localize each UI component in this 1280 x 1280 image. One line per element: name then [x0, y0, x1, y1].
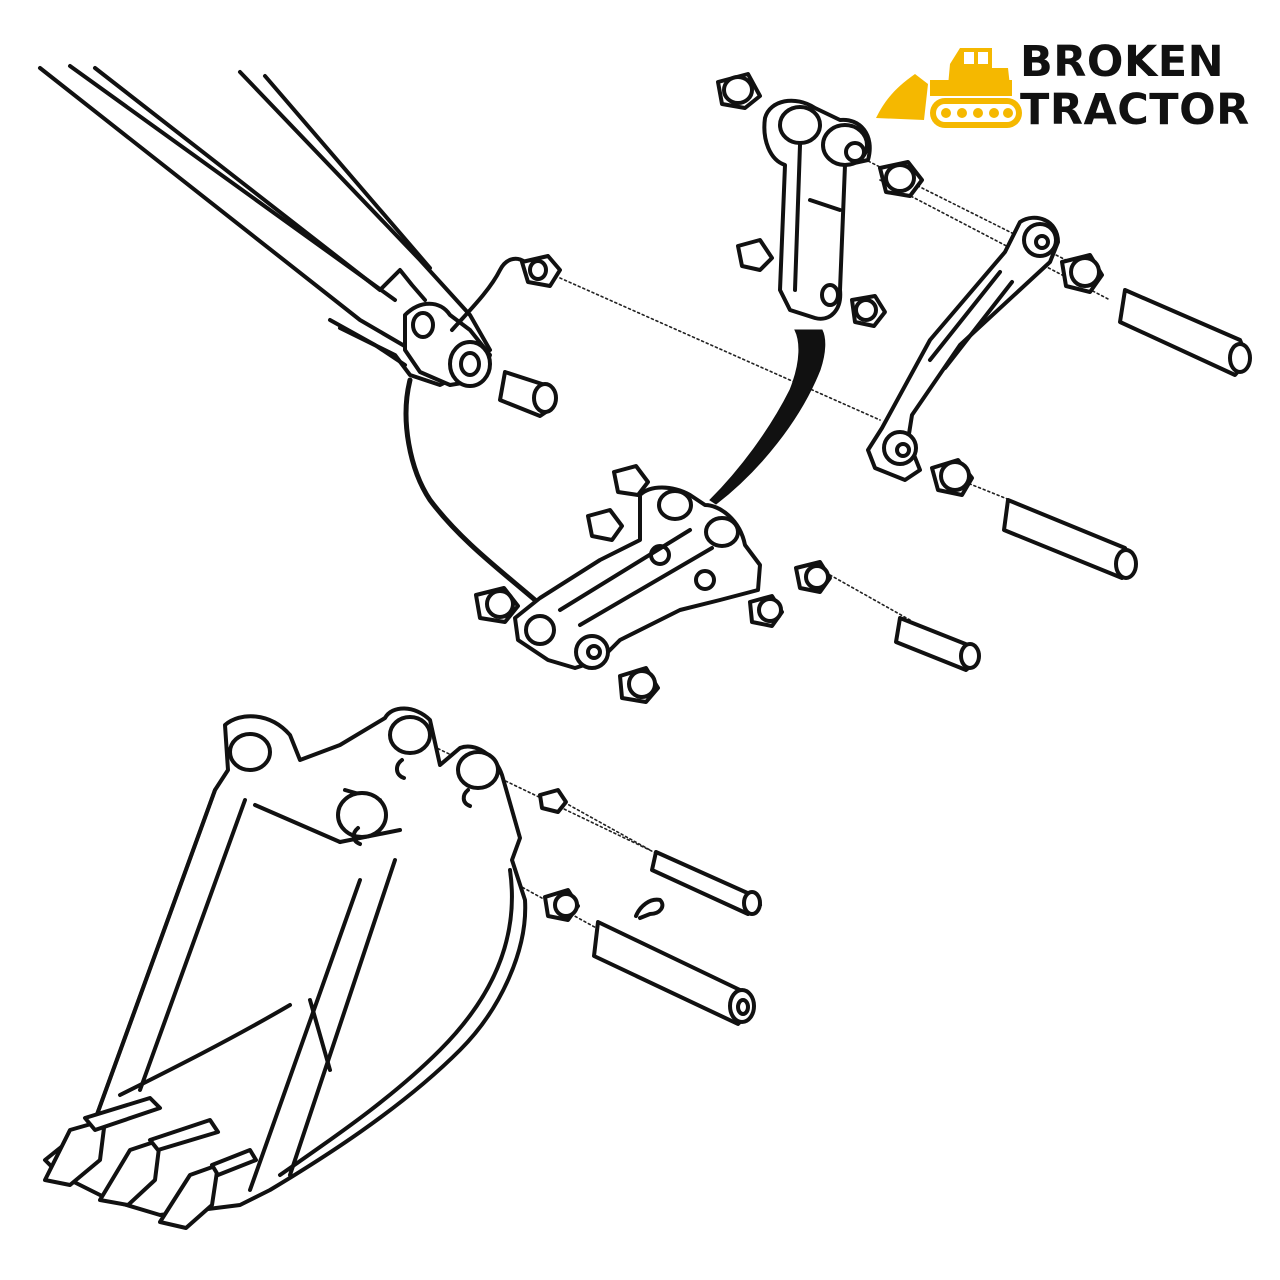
- logo-wordmark-line1: BROKEN: [1020, 37, 1225, 87]
- upper-pivot-pin: [1118, 288, 1252, 377]
- bucket-bushings: [538, 788, 580, 922]
- retaining-clip-top: [450, 254, 562, 332]
- bulldozer-icon: [876, 48, 1022, 128]
- main-link-pin: [894, 616, 981, 672]
- bucket-upper-pin: [650, 850, 762, 916]
- lower-pivot-pin: [1002, 498, 1138, 580]
- connector-strokes: [403, 329, 826, 603]
- bucket: [43, 706, 528, 1217]
- dipper-stick: [38, 64, 492, 388]
- stick-bushing: [498, 370, 558, 418]
- bucket-retaining-clip: [634, 897, 665, 920]
- main-link-bushings: [474, 464, 832, 704]
- logo-wordmark-line2: TRACTOR: [1020, 85, 1250, 135]
- bucket-lower-pin: [592, 920, 756, 1026]
- upper-link-bushings: [716, 72, 924, 328]
- bucket-teeth: [43, 1096, 258, 1230]
- tilt-link-arm: [866, 215, 1060, 482]
- upper-link: [762, 98, 872, 321]
- main-link: [513, 485, 762, 670]
- broken-tractor-logo: BROKEN TRACTOR: [872, 36, 1258, 136]
- tilt-link-bushings: [930, 253, 1104, 497]
